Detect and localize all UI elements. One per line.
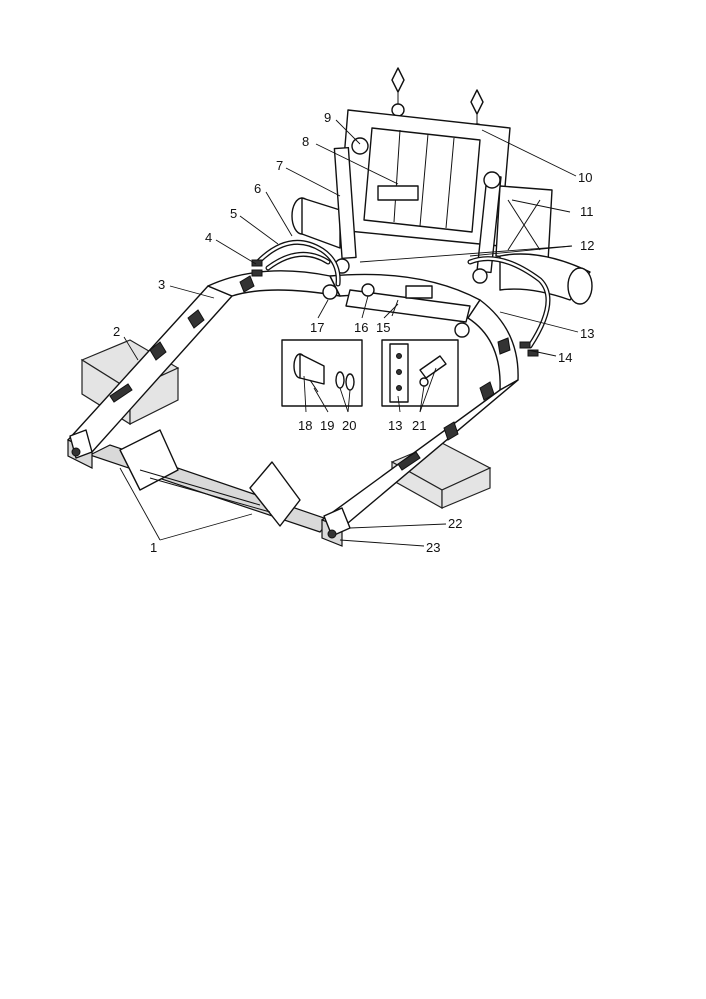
callout-5: 5 [230, 206, 237, 221]
callout-23: 23 [426, 540, 440, 555]
callout-2: 2 [113, 324, 120, 339]
leader-lines [119, 119, 579, 547]
callout-3: 3 [158, 277, 165, 292]
callout-22: 22 [448, 516, 462, 531]
lifting-hook-left [391, 67, 405, 126]
callout-6: 6 [254, 181, 261, 196]
callout-9: 9 [324, 110, 331, 125]
hydraulic-cylinder-left [333, 137, 369, 274]
central-linkage [322, 283, 471, 338]
frame-end-fittings [71, 447, 337, 539]
inset-bracket-detail [381, 339, 459, 407]
callout-19: 19 [320, 418, 334, 433]
callout-1: 1 [150, 540, 157, 555]
callout-21: 21 [412, 418, 426, 433]
pipe-right [499, 253, 593, 305]
callout-12: 12 [580, 238, 594, 253]
callout-16: 16 [354, 320, 368, 335]
fittings-left [251, 259, 263, 277]
support-block-right [390, 441, 492, 510]
callout-13: 13 [580, 326, 594, 341]
callout-14: 14 [558, 350, 572, 365]
hydraulic-hoses [255, 239, 551, 349]
callout-8: 8 [302, 134, 309, 149]
pipe-left [291, 197, 341, 249]
hydraulic-cylinder-right [472, 171, 502, 284]
callout-18: 18 [298, 418, 312, 433]
inset-pin-detail [281, 339, 363, 407]
callout-13-inset: 13 [388, 418, 402, 433]
callout-labels: 1 2 3 4 5 6 7 8 9 10 11 12 13 13 14 15 1… [113, 110, 594, 555]
callout-11: 11 [580, 204, 594, 219]
callout-17: 17 [310, 320, 324, 335]
callout-10: 10 [578, 170, 592, 185]
callout-20: 20 [342, 418, 356, 433]
callout-4: 4 [205, 230, 212, 245]
cross-beam-assembly [88, 429, 332, 533]
callout-7: 7 [276, 158, 283, 173]
lifting-frame [337, 109, 511, 247]
callout-15: 15 [376, 320, 390, 335]
fittings-right [519, 341, 539, 357]
